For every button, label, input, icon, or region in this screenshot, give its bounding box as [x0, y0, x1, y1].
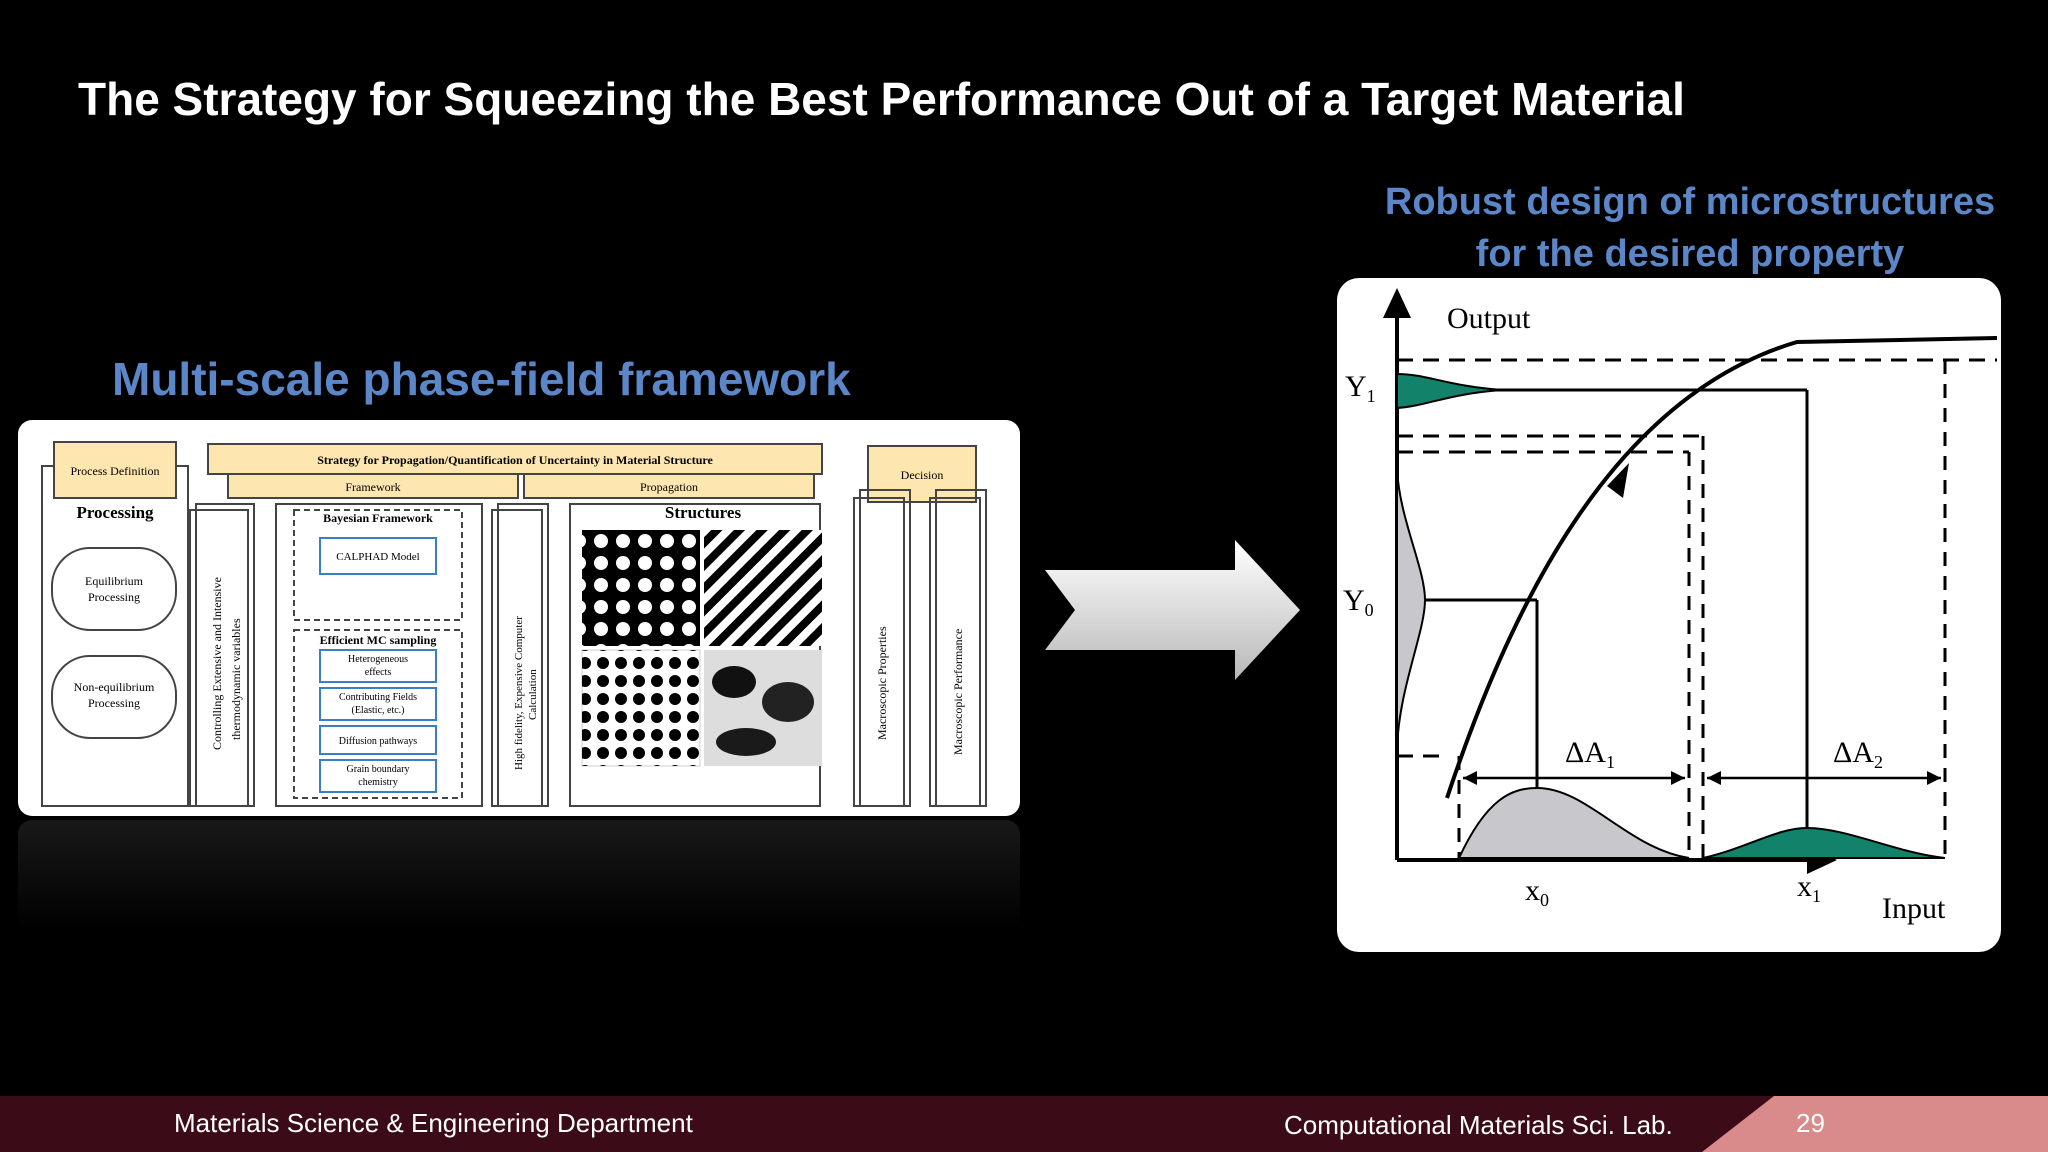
slide-title: The Strategy for Squeezing the Best Perf… — [78, 73, 1685, 125]
nonequilibrium-node — [51, 655, 177, 739]
decision-label: Decision — [901, 468, 944, 482]
propagation-label: Propagation — [640, 480, 698, 494]
structures-label: Structures — [665, 503, 742, 522]
process-definition-label: Process Definition — [71, 464, 160, 478]
response-curve — [1445, 336, 1998, 799]
grain-label-2: chemistry — [358, 777, 397, 788]
page-number: 29 — [1796, 1108, 1825, 1138]
framework-heading: Multi-scale phase-field framework — [112, 353, 851, 405]
calphad-label: CALPHAD Model — [336, 551, 419, 563]
bayesian-label: Bayesian Framework — [323, 511, 433, 525]
high-fidelity-label-2: Calculation — [527, 669, 539, 720]
x0-label: x0 — [1525, 874, 1549, 910]
mc-sampling-label: Efficient MC sampling — [320, 633, 437, 647]
nonequilibrium-label-1: Non-equilibrium — [74, 680, 155, 694]
output-label: Output — [1447, 302, 1531, 335]
design-heading-line2: for the desired property — [1475, 233, 1905, 275]
input-dist-gray — [1457, 786, 1690, 859]
contrib-label-1: Contributing Fields — [339, 692, 417, 703]
framework-label: Framework — [345, 480, 400, 494]
department-name: Materials Science & Engineering Departme… — [174, 1108, 693, 1138]
decision-box — [867, 445, 977, 503]
design-heading-line1: Robust design of microstructures — [1384, 181, 1996, 223]
design-heading: Robust design of microstructures for the… — [1330, 176, 2048, 280]
y-axis-arrow-icon — [1383, 288, 1411, 318]
output-dist-green — [1396, 372, 1503, 410]
framework-diagram: Process Definition Processing Equilibriu… — [18, 420, 1020, 816]
framework-svg: Process Definition Processing Equilibriu… — [41, 441, 987, 807]
mc-sampling-box — [293, 629, 463, 799]
calphad-box — [319, 537, 437, 575]
contrib-label-2: (Elastic, etc.) — [351, 705, 404, 716]
curve-arrow-icon — [1607, 463, 1629, 498]
grain-label-1: Grain boundary — [346, 764, 409, 775]
macro-performance-label: Macroscopic Performance — [951, 629, 965, 755]
lab-name: Computational Materials Sci. Lab. — [1284, 1110, 1673, 1140]
microstructure-images — [581, 530, 822, 767]
y1-label: Y1 — [1345, 370, 1376, 406]
robust-design-svg: Output Input Y1 Y0 x0 — [1343, 288, 1998, 925]
right-arrow-icon — [1045, 540, 1305, 680]
equilibrium-node — [51, 547, 177, 631]
equilibrium-label-2: Processing — [88, 590, 140, 604]
input-dist-green — [1702, 826, 1946, 859]
macro-properties-label: Macroscopic Properties — [875, 626, 889, 740]
controlling-label-1: Controlling Extensive and Intensive — [210, 577, 224, 750]
high-fidelity-label-1: High fidelity, Expensive Computer — [513, 616, 525, 770]
hetero-label-2: effects — [365, 667, 392, 678]
robust-design-graph: Output Input Y1 Y0 x0 — [1337, 278, 2001, 952]
strategy-label: Strategy for Propagation/Quantification … — [317, 453, 713, 467]
y0-label: Y0 — [1343, 584, 1374, 620]
diffusion-label: Diffusion pathways — [339, 736, 418, 747]
x1-label: x1 — [1797, 870, 1821, 906]
equilibrium-label-1: Equilibrium — [85, 574, 144, 588]
page-badge — [1702, 1096, 2048, 1152]
process-definition-box — [53, 441, 177, 499]
hetero-label-1: Heterogeneous — [348, 654, 408, 665]
input-label: Input — [1882, 892, 1946, 925]
output-dist-gray — [1396, 467, 1427, 749]
delta-a2-label: ΔA2 — [1833, 736, 1883, 772]
diagram-reflection — [18, 820, 1020, 930]
delta-a1-label: ΔA1 — [1565, 736, 1615, 772]
footer-bar: Materials Science & Engineering Departme… — [0, 1096, 2048, 1152]
processing-label: Processing — [76, 503, 154, 522]
bayesian-box — [293, 509, 463, 621]
controlling-label-2: thermodynamic variables — [229, 618, 243, 740]
nonequilibrium-label-2: Processing — [88, 696, 140, 710]
